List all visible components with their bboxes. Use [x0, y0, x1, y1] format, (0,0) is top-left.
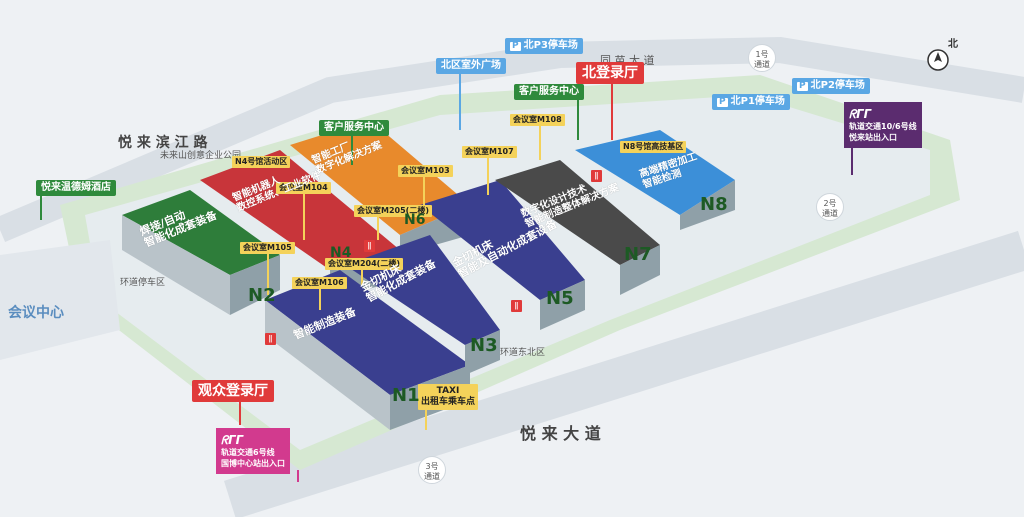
hall-n8-roof — [575, 130, 735, 215]
road-weilai: 未来山创意企业公园 — [160, 151, 242, 161]
hall-n7-roof — [495, 160, 660, 265]
hall-n1-roof — [265, 270, 470, 395]
metro-icon: ᖇᒥᒥ — [849, 107, 872, 121]
taxi-stand[interactable]: TAXI 出租车乘车点 — [418, 384, 479, 410]
service-center-north[interactable]: 客户服务中心 — [514, 84, 584, 100]
compass-icon — [927, 49, 949, 71]
metro-exit-south[interactable]: ᖇᒥᒥ 轨道交通6号线 国博中心站出入口 — [216, 428, 290, 474]
restaurant-icon: ǁ — [265, 333, 276, 345]
hall-n4-roof — [200, 150, 400, 270]
gate-1[interactable]: 1号通道 — [748, 44, 776, 72]
taxi-icon: TAXI — [436, 386, 460, 396]
meeting-room-m106[interactable]: 会议室M106 — [292, 277, 347, 289]
parking-icon: P — [717, 97, 728, 107]
meeting-room-m205[interactable]: 会议室M205(二楼) — [354, 205, 432, 217]
meeting-room-m104[interactable]: 会议室M104 — [276, 182, 331, 194]
road-yuelai-binjiang: 悦 来 滨 江 路 — [118, 135, 208, 151]
metro-icon: ᖇᒥᒥ — [221, 433, 244, 447]
meeting-room-m108[interactable]: 会议室M108 — [510, 114, 565, 126]
conference-center-building — [0, 240, 120, 360]
north-registration-hall[interactable]: 北登录厅 — [576, 62, 644, 84]
meeting-room-m103[interactable]: 会议室M103 — [398, 165, 453, 177]
hall-n4-number[interactable]: N4 — [330, 245, 352, 261]
gate-3[interactable]: 3号通道 — [418, 456, 446, 484]
service-center-west[interactable]: 客户服务中心 — [319, 120, 389, 136]
metro-east-line1: 轨道交通10/6号线 — [849, 122, 917, 132]
hotel-label[interactable]: 悦来温德姆酒店 — [36, 180, 116, 196]
ring-south-zone: 环道东北区 — [500, 348, 546, 358]
meeting-room-m204[interactable]: 会议室M204(二楼) — [325, 258, 403, 270]
hall-n7-number[interactable]: N7 — [624, 244, 652, 265]
restaurant-icon: ǁ — [364, 240, 375, 252]
conference-center-label: 会议中心 — [8, 305, 64, 321]
hall-n3-number[interactable]: N3 — [470, 335, 498, 356]
outdoor-plaza-label[interactable]: 北区室外广场 — [436, 58, 506, 74]
compass-north-label: 北 — [948, 39, 958, 50]
ring-north-zone: 环道停车区 — [120, 278, 166, 288]
meeting-room-m105[interactable]: 会议室M105 — [240, 242, 295, 254]
restaurant-icon: ǁ — [591, 170, 602, 182]
hall-n2-number[interactable]: N2 — [248, 285, 276, 306]
metro-east-line2: 悦来站出入口 — [849, 132, 897, 142]
restaurant-icon: ǁ — [511, 300, 522, 312]
road-yuelai-avenue: 悦 来 大 道 — [520, 424, 601, 443]
visitor-registration-hall[interactable]: 观众登录厅 — [192, 380, 274, 402]
parking-icon: P — [510, 41, 521, 51]
taxi-label: 出租车乘车点 — [421, 396, 476, 407]
n8-zone[interactable]: N8号馆高技基区 — [620, 141, 687, 153]
metro-south-line2: 国博中心站出入口 — [221, 458, 285, 468]
parking-p3-label: 北P3停车场 — [523, 40, 578, 51]
hall-n5-number[interactable]: N5 — [546, 288, 574, 309]
parking-icon: P — [797, 81, 808, 91]
parking-p2-label: 北P2停车场 — [810, 80, 865, 91]
gate-2[interactable]: 2号通道 — [816, 193, 844, 221]
n4-activity-zone[interactable]: N4号馆活动区 — [232, 156, 291, 168]
hall-n8-number[interactable]: N8 — [700, 194, 728, 215]
meeting-room-m107[interactable]: 会议室M107 — [462, 146, 517, 158]
hall-n6-number[interactable]: N6 — [404, 212, 426, 228]
hall-n5-roof — [420, 180, 585, 300]
metro-exit-east[interactable]: ᖇᒥᒥ 轨道交通10/6号线 悦来站出入口 — [844, 102, 922, 148]
parking-p1-label: 北P1停车场 — [730, 96, 785, 107]
metro-south-line1: 轨道交通6号线 — [221, 448, 275, 458]
hall-n1-number[interactable]: N1 — [392, 385, 420, 406]
